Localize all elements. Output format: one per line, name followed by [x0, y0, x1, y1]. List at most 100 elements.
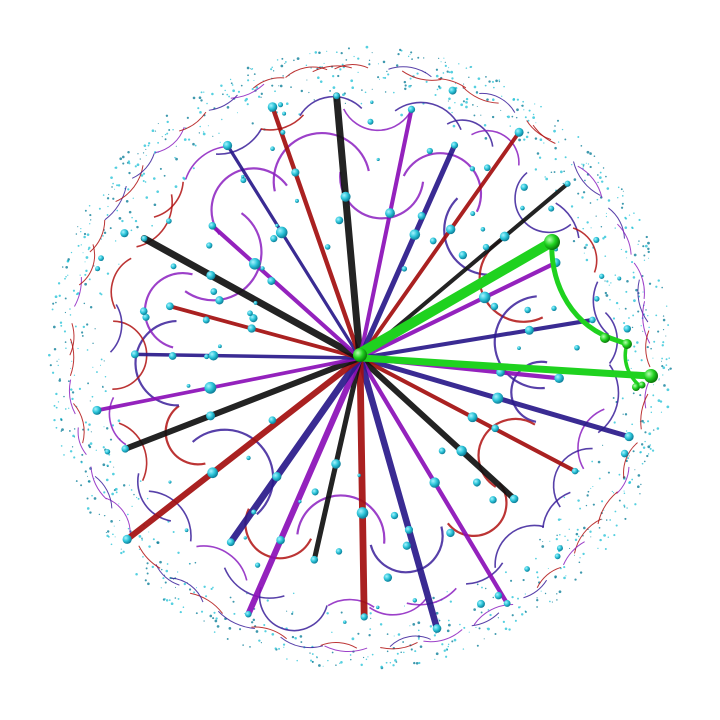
node[interactable] — [370, 100, 374, 104]
node[interactable] — [222, 140, 233, 151]
node[interactable] — [208, 350, 219, 361]
node[interactable] — [333, 92, 340, 100]
node[interactable] — [247, 310, 253, 317]
node[interactable] — [556, 545, 563, 552]
node[interactable] — [270, 146, 275, 152]
node[interactable] — [489, 496, 497, 504]
node[interactable] — [503, 599, 511, 607]
node[interactable] — [243, 536, 247, 540]
node[interactable] — [217, 344, 222, 349]
node[interactable] — [122, 534, 132, 544]
node[interactable] — [383, 573, 393, 582]
node[interactable] — [356, 507, 369, 519]
node[interactable] — [267, 102, 278, 112]
node[interactable] — [335, 216, 344, 225]
node[interactable] — [574, 344, 580, 351]
node[interactable] — [594, 296, 600, 302]
node[interactable] — [331, 459, 341, 469]
node[interactable] — [210, 288, 218, 295]
node[interactable] — [245, 610, 252, 618]
node[interactable] — [617, 276, 622, 281]
node[interactable] — [168, 352, 177, 360]
node[interactable] — [92, 405, 102, 415]
node[interactable] — [458, 250, 468, 260]
node[interactable] — [524, 306, 531, 314]
node[interactable] — [141, 235, 148, 242]
node[interactable] — [282, 111, 287, 116]
node[interactable] — [404, 525, 414, 534]
node[interactable] — [589, 316, 596, 324]
node[interactable] — [390, 511, 399, 520]
node[interactable] — [448, 86, 457, 95]
node[interactable] — [385, 208, 395, 219]
node[interactable] — [432, 624, 442, 633]
node[interactable] — [291, 168, 300, 177]
node[interactable] — [166, 218, 172, 224]
node[interactable] — [446, 528, 455, 538]
node[interactable] — [248, 258, 261, 270]
node[interactable] — [472, 478, 481, 487]
node[interactable] — [165, 302, 174, 311]
node[interactable] — [311, 488, 319, 496]
node[interactable] — [402, 541, 411, 550]
node[interactable] — [142, 313, 150, 321]
node[interactable] — [168, 480, 172, 484]
node[interactable] — [207, 467, 219, 479]
node[interactable] — [438, 447, 446, 455]
node[interactable] — [517, 346, 521, 351]
node[interactable] — [98, 255, 104, 262]
node[interactable] — [272, 472, 282, 482]
node[interactable] — [206, 270, 216, 280]
node[interactable] — [360, 613, 368, 621]
node[interactable] — [204, 354, 210, 360]
node[interactable] — [620, 449, 629, 458]
node[interactable] — [478, 291, 491, 304]
node[interactable] — [367, 118, 374, 125]
node[interactable] — [401, 266, 408, 272]
node[interactable] — [375, 605, 380, 610]
node[interactable] — [186, 383, 191, 388]
node[interactable] — [310, 555, 319, 564]
highlighted-node[interactable] — [638, 381, 646, 389]
node[interactable] — [599, 273, 605, 279]
node[interactable] — [470, 211, 476, 217]
node[interactable] — [277, 102, 284, 108]
node[interactable] — [184, 528, 189, 533]
node[interactable] — [524, 325, 534, 335]
node[interactable] — [240, 177, 247, 184]
node[interactable] — [491, 424, 499, 433]
node[interactable] — [120, 229, 129, 238]
node[interactable] — [270, 235, 278, 243]
node[interactable] — [467, 412, 478, 423]
node[interactable] — [509, 494, 519, 504]
node[interactable] — [514, 127, 524, 137]
node[interactable] — [206, 242, 213, 249]
node[interactable] — [494, 591, 503, 600]
node[interactable] — [206, 411, 216, 421]
node[interactable] — [340, 191, 351, 202]
node[interactable] — [267, 276, 276, 285]
node[interactable] — [202, 316, 210, 324]
node[interactable] — [253, 300, 258, 305]
node[interactable] — [564, 180, 571, 187]
node[interactable] — [357, 473, 361, 478]
node[interactable] — [254, 562, 261, 568]
node[interactable] — [480, 227, 486, 232]
node[interactable] — [476, 599, 485, 608]
node[interactable] — [571, 467, 579, 475]
node[interactable] — [342, 620, 347, 624]
highlighted-node[interactable] — [644, 369, 658, 383]
node[interactable] — [324, 244, 331, 250]
node[interactable] — [268, 416, 277, 424]
node[interactable] — [469, 166, 476, 172]
node[interactable] — [275, 226, 288, 239]
highlighted-node[interactable] — [622, 339, 632, 349]
node[interactable] — [249, 314, 258, 323]
node[interactable] — [246, 455, 251, 461]
node[interactable] — [483, 164, 491, 172]
node[interactable] — [554, 373, 564, 384]
node[interactable] — [170, 263, 177, 270]
node[interactable] — [429, 237, 437, 245]
root-node[interactable] — [353, 348, 367, 362]
node[interactable] — [520, 183, 528, 191]
